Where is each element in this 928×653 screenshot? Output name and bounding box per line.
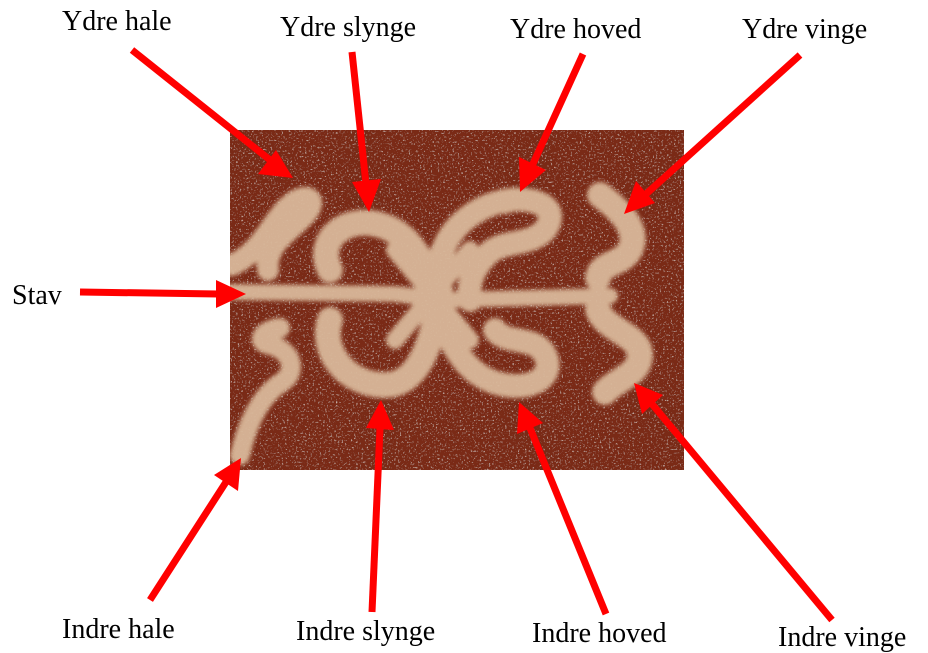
arrow-ydre-vinge — [624, 52, 803, 214]
arrow-stav — [79, 280, 246, 308]
label-ydre-hoved: Ydre hoved — [510, 14, 641, 45]
emblem-image — [230, 130, 684, 470]
arrow-indre-slynge — [366, 400, 394, 613]
arrow-ydre-hale — [129, 47, 293, 178]
arrow-ydre-slynge — [348, 51, 381, 212]
label-indre-slynge: Indre slynge — [296, 616, 435, 647]
label-indre-hoved: Indre hoved — [532, 618, 667, 649]
arrow-indre-hale — [147, 458, 241, 602]
arrow-indre-vinge — [634, 383, 835, 623]
arrow-ydre-hoved — [519, 52, 587, 192]
emblem-figure — [230, 182, 653, 465]
label-indre-vinge: Indre vinge — [778, 622, 906, 653]
label-ydre-vinge: Ydre vinge — [742, 14, 867, 45]
label-stav: Stav — [12, 280, 62, 311]
label-ydre-hale: Ydre hale — [62, 6, 172, 37]
label-indre-hale: Indre hale — [62, 614, 175, 645]
label-ydre-slynge: Ydre slynge — [280, 12, 416, 43]
arrow-indre-hoved — [517, 402, 610, 616]
